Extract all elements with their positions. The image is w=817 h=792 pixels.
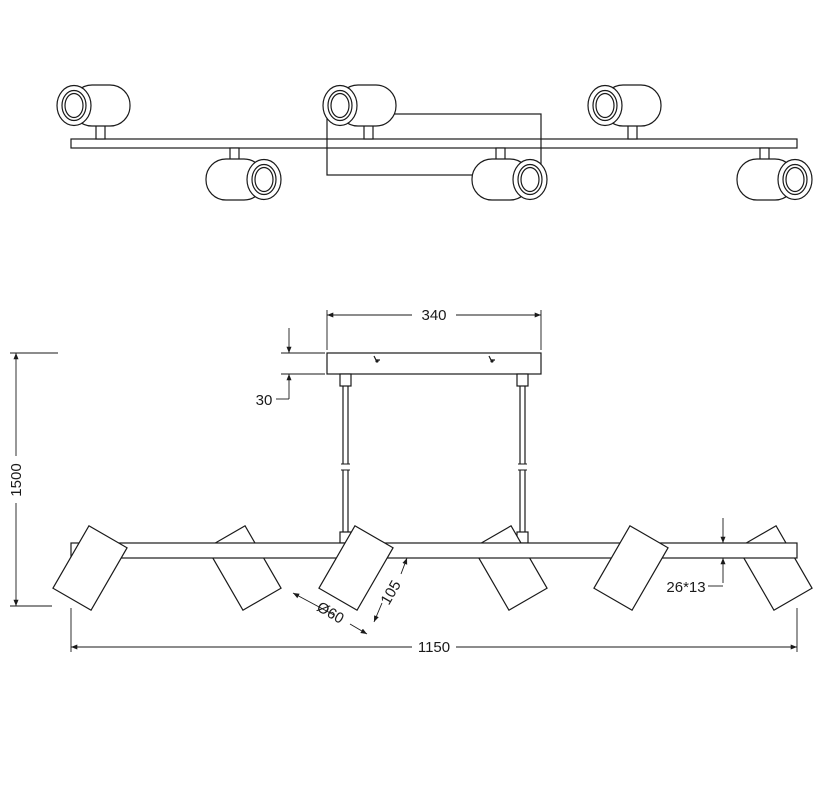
front-view — [52, 352, 813, 611]
top-spot-6 — [736, 147, 813, 201]
front-spot-4 — [472, 525, 548, 611]
dim-spot-diameter-label: Ø60 — [314, 599, 347, 628]
front-canopy — [326, 352, 542, 375]
front-spot-1 — [52, 525, 128, 611]
top-spot-3 — [587, 84, 662, 140]
top-spot-5 — [471, 147, 548, 201]
dim-total-length-label: 1150 — [418, 639, 450, 656]
front-spot-6 — [737, 525, 813, 611]
front-spot-5 — [593, 525, 669, 611]
front-spot-3 — [318, 525, 394, 611]
dim-bar-section: 26*13 — [666, 518, 726, 596]
top-view — [56, 84, 813, 201]
suspension-rods — [339, 373, 529, 544]
dim-canopy-width: 340 — [326, 307, 542, 350]
top-spot-2 — [322, 84, 397, 140]
dim-bar-section-label: 26*13 — [666, 579, 705, 596]
dim-total-length: 1150 — [70, 608, 798, 656]
top-view-bar — [70, 138, 798, 149]
front-bar — [70, 542, 798, 559]
top-spot-4 — [205, 147, 282, 201]
dim-total-height: 1500 — [8, 352, 58, 607]
dim-total-height-label: 1500 — [8, 463, 25, 496]
top-spot-1 — [56, 84, 131, 140]
dim-canopy-height-label: 30 — [256, 392, 273, 409]
dim-canopy-height: 30 — [256, 328, 325, 409]
top-view-canopy — [326, 113, 542, 176]
front-spot-2 — [206, 525, 282, 611]
dim-canopy-width-label: 340 — [421, 307, 446, 324]
